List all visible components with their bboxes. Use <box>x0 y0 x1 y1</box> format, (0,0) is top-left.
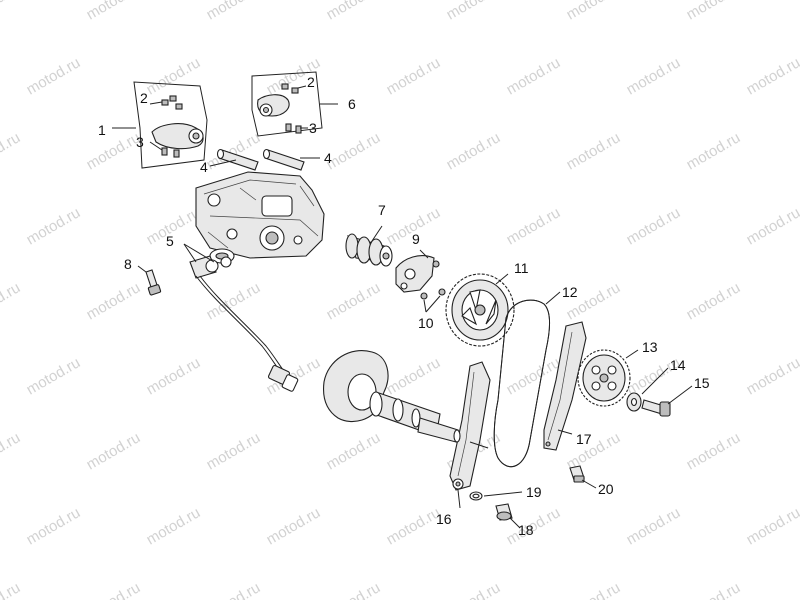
callout-18: 18 <box>518 522 534 538</box>
callout-10: 10 <box>418 315 434 331</box>
timing-chain-12 <box>493 291 561 468</box>
plate-9 <box>395 249 435 293</box>
callout-15: 15 <box>694 375 710 391</box>
callout-labels: 1 2 3 2 6 3 4 4 7 5 9 8 11 12 10 13 14 1… <box>98 74 710 538</box>
plug-18 <box>495 503 521 529</box>
callout-6: 6 <box>348 96 356 112</box>
callout-4a: 4 <box>200 159 208 175</box>
callout-7: 7 <box>378 202 386 218</box>
callout-12: 12 <box>562 284 578 300</box>
callout-3a: 3 <box>136 134 144 150</box>
callout-16: 16 <box>436 511 452 527</box>
sprocket-11 <box>445 273 515 347</box>
callout-11: 11 <box>514 260 529 276</box>
rocker-arm-kit-1 <box>112 81 208 169</box>
cylinder-head <box>195 171 325 264</box>
callout-14: 14 <box>670 357 686 373</box>
washer-14 <box>626 367 669 412</box>
callout-8: 8 <box>124 256 132 272</box>
camshaft-7 <box>345 225 393 267</box>
gear-13 <box>577 349 639 407</box>
o-ring-19 <box>469 491 523 501</box>
tensioner-guide-16 <box>449 361 491 509</box>
bolt-8 <box>137 265 162 296</box>
callout-20: 20 <box>598 481 614 497</box>
callout-19: 19 <box>526 484 542 500</box>
bolt-15 <box>641 385 693 417</box>
chain-guide-17 <box>543 321 587 451</box>
callout-4b: 4 <box>324 150 332 166</box>
callout-2a: 2 <box>140 90 148 106</box>
pin-20 <box>569 465 597 489</box>
screws-10 <box>420 260 446 313</box>
rocker-shafts-4 <box>209 148 320 171</box>
rocker-arm-kit-6 <box>251 71 338 137</box>
callout-1: 1 <box>98 122 106 138</box>
sensor-5 <box>183 243 299 392</box>
callout-5: 5 <box>166 233 174 249</box>
crankshaft <box>322 350 461 443</box>
callout-17: 17 <box>576 431 592 447</box>
callout-3b: 3 <box>309 120 317 136</box>
callout-2b: 2 <box>307 74 315 90</box>
callout-9: 9 <box>412 231 420 247</box>
callout-13: 13 <box>642 339 658 355</box>
